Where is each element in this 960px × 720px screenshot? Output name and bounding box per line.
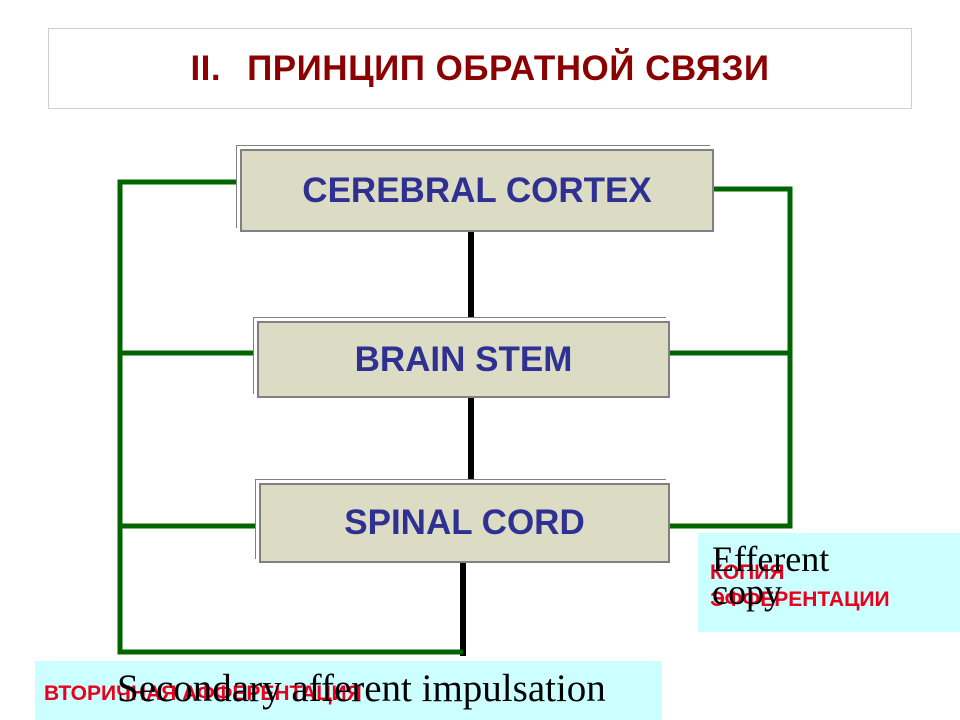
left-feedback-loop xyxy=(117,179,463,655)
node-brain-stem: BRAIN STEM xyxy=(257,321,670,398)
efferent-copy-en-label: Efferent copy xyxy=(712,539,830,612)
secondary-afferentation-ru-label: ВТОРИЧНАЯ АФФЕРЕНТАЦИЯ xyxy=(44,682,362,705)
efferent-copy-ru-label: КОПИЯ ЭФФЕРЕНТАЦИИ xyxy=(710,561,890,611)
node-brain-stem-label: BRAIN STEM xyxy=(354,339,573,379)
node-cerebral-cortex-label: CEREBRAL CORTEX xyxy=(302,170,652,210)
right-feedback-loop xyxy=(670,186,793,529)
title-box: II. ПРИНЦИП ОБРАТНОЙ СВЯЗИ xyxy=(48,28,912,109)
secondary-afferentation-panel: ВТОРИЧНАЯ АФФЕРЕНТАЦИЯ Secondary afferen… xyxy=(35,661,662,720)
node-cerebral-cortex: CEREBRAL CORTEX xyxy=(240,149,714,232)
title-label: ПРИНЦИП ОБРАТНОЙ СВЯЗИ xyxy=(247,48,770,88)
node-spinal-cord-label: SPINAL CORD xyxy=(344,503,585,542)
secondary-afferentation-en-label: Secondary afferent impulsation xyxy=(117,667,606,710)
efferent-copy-panel: КОПИЯ ЭФФЕРЕНТАЦИИ Efferent copy xyxy=(698,533,960,632)
node-spinal-cord: SPINAL CORD xyxy=(259,483,670,563)
page-title: II. ПРИНЦИП ОБРАТНОЙ СВЯЗИ xyxy=(190,49,769,89)
title-number: II. xyxy=(190,48,222,88)
